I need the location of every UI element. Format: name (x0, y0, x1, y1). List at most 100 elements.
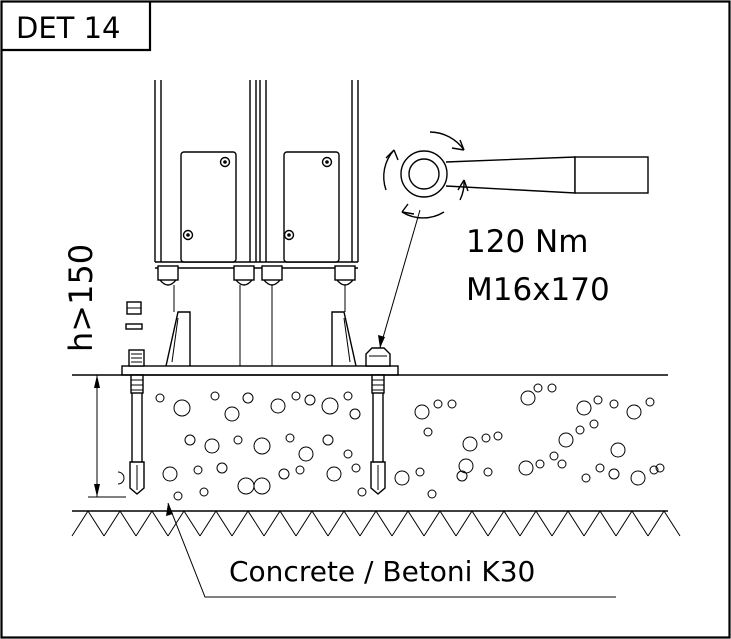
hatch-line (135, 510, 153, 537)
left-clamp-bracket (180, 151, 237, 263)
hatch-line (615, 510, 633, 537)
aggregate-stone (351, 463, 361, 473)
aggregate-stone (199, 487, 209, 497)
rail-nut-2 (233, 265, 255, 286)
aggregate-stone (415, 467, 425, 477)
hatch-line (471, 510, 489, 537)
aggregate-stone (237, 477, 255, 495)
hatch-line (375, 510, 393, 537)
hatch-line (327, 510, 345, 537)
aggregate-stone (304, 394, 316, 406)
hatch-line (263, 510, 281, 537)
hatch-line (567, 510, 585, 537)
hatch-line (439, 510, 457, 537)
hatch-line (407, 510, 425, 537)
aggregate-stone (520, 390, 536, 406)
aggregate-stone (155, 393, 165, 403)
hatch-line (359, 510, 377, 537)
aggregate-stone (173, 491, 183, 501)
aggregate-stone (210, 391, 220, 401)
aggregate-stone (423, 427, 433, 437)
aggregate-stone (204, 438, 220, 454)
aggregate-stone (593, 395, 603, 405)
aggregate-stone (427, 489, 437, 499)
aggregate-stone (575, 425, 585, 435)
hatch-line (663, 510, 681, 537)
bolt-size-label: M16x170 (466, 272, 610, 308)
torque-label: 120 Nm (466, 224, 588, 260)
hatch-line (391, 510, 409, 537)
left-gusset (165, 311, 191, 367)
aggregate-stone (645, 397, 655, 407)
hatch-line (423, 510, 441, 537)
aggregate-stone (626, 404, 642, 420)
hatch-line (71, 510, 89, 537)
title-box (2, 2, 152, 52)
right-gusset (331, 311, 357, 367)
post-assembly (121, 80, 399, 376)
aggregate-stone (343, 449, 353, 459)
aggregate-stone (193, 465, 203, 475)
hatch-line (551, 510, 569, 537)
material-label: Concrete / Betoni K30 (229, 555, 535, 588)
aggregate-stone (343, 391, 353, 401)
aggregate-stone (655, 463, 665, 473)
aggregate-stone (608, 468, 620, 480)
aggregate-stone (493, 431, 503, 441)
aggregate-stone (233, 435, 243, 445)
aggregate-stone (270, 398, 286, 414)
hatch-line (103, 510, 121, 537)
rail-nut-3 (261, 265, 283, 286)
concrete-foundation (72, 374, 668, 512)
aggregate-stone (253, 477, 271, 495)
ground-hatching (71, 510, 681, 537)
height-label: h>150 (62, 244, 100, 352)
aggregate-stone (581, 473, 591, 483)
aggregate-stone (483, 467, 493, 477)
aggregate-stone (394, 470, 410, 486)
aggregate-stone (549, 451, 559, 461)
base-plate (121, 365, 399, 376)
aggregate-stone (285, 433, 295, 443)
torque-wrench (378, 131, 649, 349)
aggregate-stone (253, 437, 271, 455)
aggregate-stone (291, 391, 301, 401)
aggregate-stone (433, 399, 443, 409)
hatch-line (215, 510, 233, 537)
aggregate-stone (326, 466, 342, 482)
hatch-line (535, 510, 553, 537)
aggregate-stone (216, 462, 228, 474)
aggregate-stone (242, 392, 254, 404)
aggregate-stone (349, 408, 361, 420)
aggregate-stone (589, 419, 599, 429)
hatch-line (199, 510, 217, 537)
hatch-line (119, 510, 137, 537)
aggregate-stone (630, 470, 646, 486)
aggregate-stone (558, 432, 574, 448)
aggregate-stone (162, 466, 178, 482)
hatch-line (519, 510, 537, 537)
hatch-line (295, 510, 313, 537)
rail-nut-1 (157, 265, 179, 286)
hatch-line (631, 510, 649, 537)
hatch-line (87, 510, 105, 537)
aggregate-stone (576, 400, 592, 416)
aggregate-stone (224, 406, 240, 422)
aggregate-stone (557, 459, 567, 469)
concrete-aggregate (155, 383, 665, 501)
left-anchor-bolt (128, 349, 145, 495)
aggregate-stone (278, 468, 290, 480)
aggregate-stone (173, 399, 191, 417)
aggregate-stone (481, 433, 491, 443)
height-dimension: h>150 (62, 244, 126, 498)
aggregate-stone (547, 383, 557, 393)
hatch-line (599, 510, 617, 537)
hatch-line (247, 510, 265, 537)
aggregate-stone (298, 446, 314, 462)
hatch-line (279, 510, 297, 537)
hatch-line (151, 510, 169, 537)
aggregate-stone (518, 460, 534, 476)
right-clamp-bracket (283, 151, 340, 263)
